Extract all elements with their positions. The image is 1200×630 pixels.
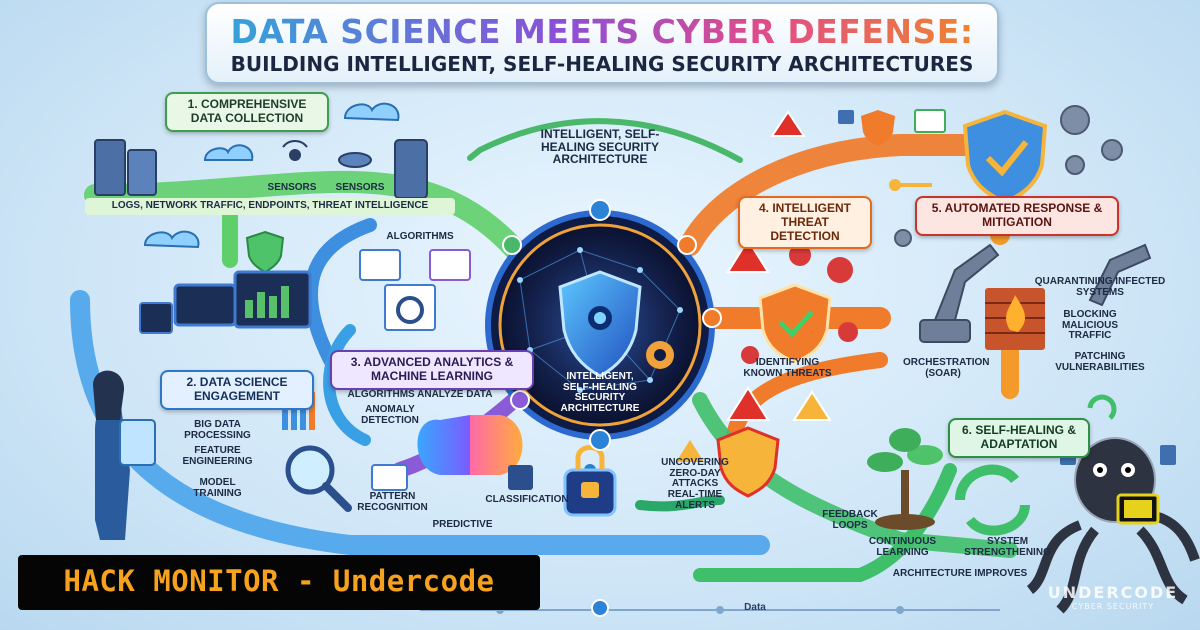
anomaly-detection-label: ANOMALY DETECTION — [361, 404, 419, 426]
patching-label: PATCHING VULNERABILITIES — [1055, 351, 1145, 373]
system-strengthening-label: SYSTEM STRENGTHENING — [964, 536, 1051, 558]
stage-4-title: 4. INTELLIGENT THREAT DETECTION — [738, 196, 872, 250]
response-shield-icon — [962, 109, 1048, 205]
virus-icon — [827, 257, 853, 283]
hub-padlock-icon — [563, 445, 617, 517]
virus-icon — [789, 244, 811, 266]
stage-1-title: 1. COMPREHENSIVE DATA COLLECTION — [165, 92, 329, 132]
robot-arm-icon — [919, 243, 1152, 343]
gear-icon — [894, 229, 912, 247]
stage-2-item: FEATURE ENGINEERING — [182, 445, 253, 467]
detection-shield-icon — [758, 283, 832, 364]
sensor-label: SENSORS — [335, 182, 385, 193]
refresh-cycle-icon — [955, 464, 1030, 536]
warning-icon — [792, 390, 832, 421]
sensor-label: SENSORS — [267, 182, 317, 193]
stage-2-item: MODEL TRAINING — [193, 477, 242, 499]
continuous-learning-label: CONTINUOUS LEARNING — [868, 536, 937, 558]
sensor-icon — [282, 140, 308, 161]
firewall-icon — [985, 288, 1045, 350]
analyze-data-label: ALGORITHMS ANALYZE DATA — [347, 389, 493, 400]
watermark-line-1: UNDERCODE — [1047, 583, 1179, 602]
hacker-mascot — [1026, 437, 1200, 614]
lock-icon — [838, 110, 854, 124]
page-title: DATA SCIENCE MEETS CYBER DEFENSE: — [207, 12, 997, 51]
sensor-icon — [338, 152, 372, 168]
hack-monitor-banner: HACK MONITOR - Undercode — [18, 555, 540, 610]
check-shield-icon — [245, 230, 285, 274]
threat-illustration — [676, 110, 858, 498]
virus-icon — [838, 322, 858, 342]
stage-5-title: 5. AUTOMATED RESPONSE & MITIGATION — [915, 196, 1119, 236]
feedback-loops-label: FEEDBACK LOOPS — [822, 509, 878, 531]
hub-label: INTELLIGENT, SELF-HEALING SECURITY ARCHI… — [560, 371, 640, 414]
alert-shield-icon — [716, 426, 780, 498]
stage-6-title: 6. SELF-HEALING & ADAPTATION — [948, 418, 1090, 458]
warning-icon — [726, 238, 770, 273]
brain-icon — [417, 415, 470, 475]
page-subtitle: BUILDING INTELLIGENT, SELF-HEALING SECUR… — [230, 52, 974, 76]
warning-icon — [770, 110, 806, 137]
refresh-icon — [1087, 394, 1117, 420]
banner-text: HACK MONITOR - Undercode — [63, 564, 495, 598]
gear-icon — [1101, 139, 1123, 161]
orchestration-label: ORCHESTRATION (SOAR) — [903, 357, 990, 379]
stage-3-title: 3. ADVANCED ANALYTICS & MACHINE LEARNING — [330, 350, 534, 390]
stage-2-title: 2. DATA SCIENCE ENGAGEMENT — [160, 370, 314, 410]
known-threats-label: IDENTIFYING KNOWN THREATS — [743, 357, 832, 379]
gear-icon — [1065, 155, 1085, 175]
predictive-label: PREDICTIVE — [432, 519, 493, 530]
warning-icon — [726, 386, 770, 421]
zero-day-label: UNCOVERING ZERO-DAY ATTACKS — [661, 457, 729, 489]
pattern-recognition-label: PATTERN RECOGNITION — [357, 491, 428, 513]
warning-shield-icon — [861, 110, 895, 146]
quarantine-label: QUARANTINING INFECTED SYSTEMS — [1034, 276, 1166, 298]
analyst-illustration — [93, 270, 352, 540]
watermark-line-2: CYBER SECURITY — [1071, 602, 1155, 611]
healing-illustration — [867, 394, 1117, 536]
chart-icon — [914, 109, 946, 133]
plant-icon — [867, 428, 943, 530]
data-sources-illustration — [94, 102, 428, 274]
blocking-label: BLOCKING MALICIOUS TRAFFIC — [1061, 309, 1119, 341]
response-illustration — [838, 105, 1152, 350]
warning-icon — [676, 440, 704, 462]
architecture-label: INTELLIGENT, SELF-HEALING SECURITY ARCHI… — [540, 127, 660, 167]
stage-2-item: BIG DATA PROCESSING — [184, 419, 251, 441]
title-panel: DATA SCIENCE MEETS CYBER DEFENSE: BUILDI… — [205, 2, 999, 84]
algorithms-label: ALGORITHMS — [386, 231, 454, 242]
real-time-alerts-label: REAL-TIME ALERTS — [667, 489, 723, 511]
gear-icon — [1060, 105, 1090, 135]
architecture-improves-label: ARCHITECTURE IMPROVES — [892, 568, 1028, 579]
timeline-data: Data — [744, 602, 766, 613]
analytics-illustration — [359, 249, 533, 491]
key-icon — [889, 179, 932, 191]
data-sources-label: LOGS, NETWORK TRAFFIC, ENDPOINTS, THREAT… — [85, 198, 455, 215]
virus-icon — [741, 346, 759, 364]
hub-gear-icon — [646, 341, 674, 369]
magnifier-icon — [285, 445, 352, 512]
watermark: UNDERCODE CYBER SECURITY — [1038, 583, 1188, 611]
classification-label: CLASSIFICATION — [485, 494, 569, 505]
timeline-bar — [420, 599, 1000, 617]
central-hub — [485, 199, 722, 517]
